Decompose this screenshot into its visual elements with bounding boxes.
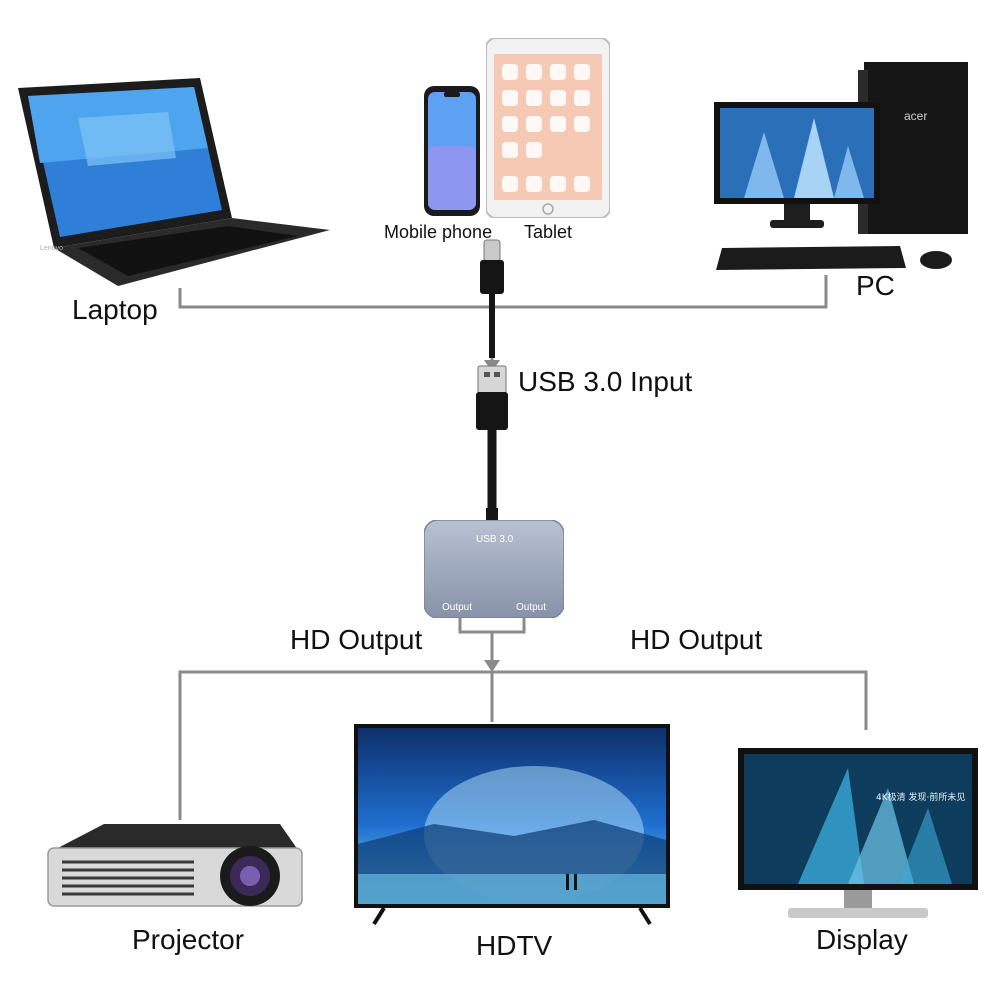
laptop-brand: Lenovo (40, 245, 63, 252)
usb-a-housing (476, 392, 508, 430)
laptop-device: Lenovo (18, 78, 330, 286)
output-bracket-line (458, 618, 526, 634)
output-arrowhead (484, 660, 500, 672)
usb-a-plug (477, 365, 507, 395)
mobile-phone-label: Mobile phone (384, 222, 493, 242)
usb-adapter: USB 3.0 Output Output (423, 519, 565, 619)
input-bus-line (178, 275, 828, 309)
usb-c-plug (483, 239, 501, 263)
hdtv-label: HDTV (476, 930, 553, 961)
adapter-output-left: Output (442, 602, 472, 613)
usb-input-label: USB 3.0 Input (518, 366, 693, 397)
mobile-phone-device (424, 86, 480, 216)
projector-label: Projector (132, 924, 245, 955)
hd-output-left-label: HD Output (290, 624, 423, 655)
tablet-label: Tablet (524, 222, 573, 242)
tablet-device (485, 37, 611, 219)
hdtv-device (354, 724, 670, 930)
adapter-output-right: Output (516, 602, 546, 613)
output-bus-line (178, 670, 868, 820)
projector-device (44, 820, 308, 912)
pc-device: acer (714, 62, 984, 276)
hd-output-right-label: HD Output (630, 624, 763, 655)
adapter-port-label: USB 3.0 (476, 534, 514, 545)
display-device: 4K极清 发现·前所未见 (738, 748, 978, 924)
usb-c-housing (480, 260, 504, 294)
pc-label: PC (856, 270, 895, 301)
display-label: Display (816, 924, 908, 955)
pc-brand: acer (904, 109, 927, 123)
laptop-label: Laptop (72, 294, 158, 325)
display-caption: 4K极清 发现·前所未见 (876, 791, 965, 803)
